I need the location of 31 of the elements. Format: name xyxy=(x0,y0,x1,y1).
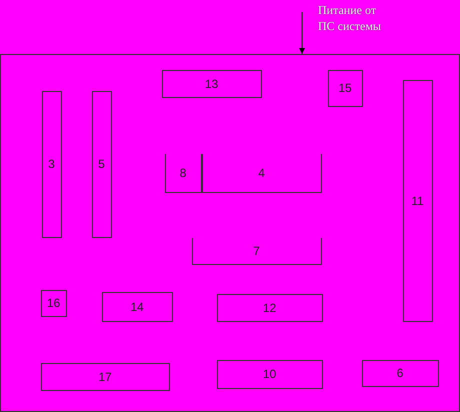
component-box xyxy=(328,70,362,106)
component-number: 3 xyxy=(48,157,55,171)
component-box xyxy=(216,294,322,322)
component-box xyxy=(202,154,322,192)
component-box xyxy=(216,360,322,388)
arrow xyxy=(299,12,305,54)
board-panel xyxy=(0,54,460,412)
component-box xyxy=(162,70,262,98)
component-number: 5 xyxy=(98,157,105,171)
component-box xyxy=(164,154,202,192)
component-number: 17 xyxy=(98,370,112,384)
component-number: 4 xyxy=(258,166,265,180)
component-box xyxy=(40,362,170,390)
component-box xyxy=(92,90,112,238)
component-box xyxy=(42,90,62,238)
component-number: 7 xyxy=(253,244,260,258)
component-number: 15 xyxy=(338,81,352,95)
component-number: 14 xyxy=(130,300,144,314)
component-number: 12 xyxy=(262,300,276,314)
component-number: 11 xyxy=(411,194,424,208)
component-number: 6 xyxy=(396,366,404,380)
component-box xyxy=(402,80,432,322)
component-box xyxy=(362,360,438,386)
component-number: 13 xyxy=(204,76,218,90)
component-box xyxy=(40,290,66,316)
component-box xyxy=(102,292,172,322)
component-box xyxy=(192,238,322,264)
component-number: 16 xyxy=(46,296,60,310)
component-number: 8 xyxy=(180,166,186,180)
power-note: Питание от ПС системы xyxy=(318,3,381,33)
component-number: 10 xyxy=(262,367,276,381)
